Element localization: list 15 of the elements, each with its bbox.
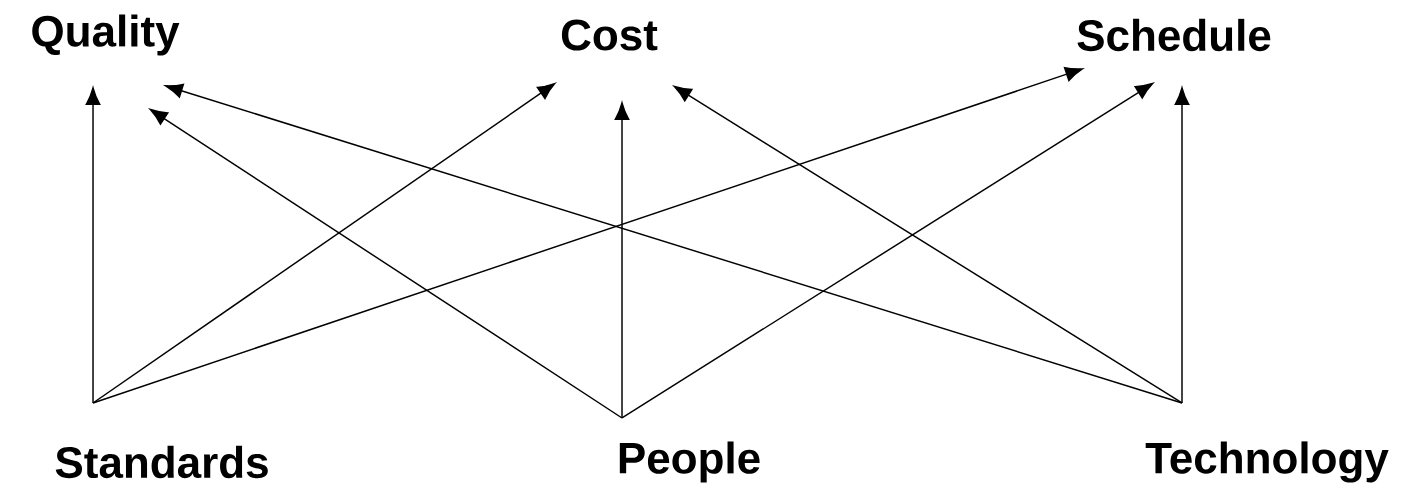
arrow: [92, 67, 1084, 404]
arrow: [621, 82, 1154, 419]
label-text: Schedule: [1077, 18, 1271, 52]
arrow: [92, 82, 556, 404]
label-text: Cost: [561, 19, 658, 51]
label-text: Standards: [55, 445, 268, 479]
arrow: [165, 83, 1183, 404]
arrow: [673, 85, 1183, 404]
arrow: [614, 102, 630, 419]
arrow: [149, 108, 623, 419]
arrow: [85, 87, 101, 404]
label-text: People: [619, 441, 760, 483]
label-text: Quality: [32, 14, 180, 56]
arrow: [1174, 87, 1190, 404]
label-text: Technology: [1145, 441, 1389, 483]
